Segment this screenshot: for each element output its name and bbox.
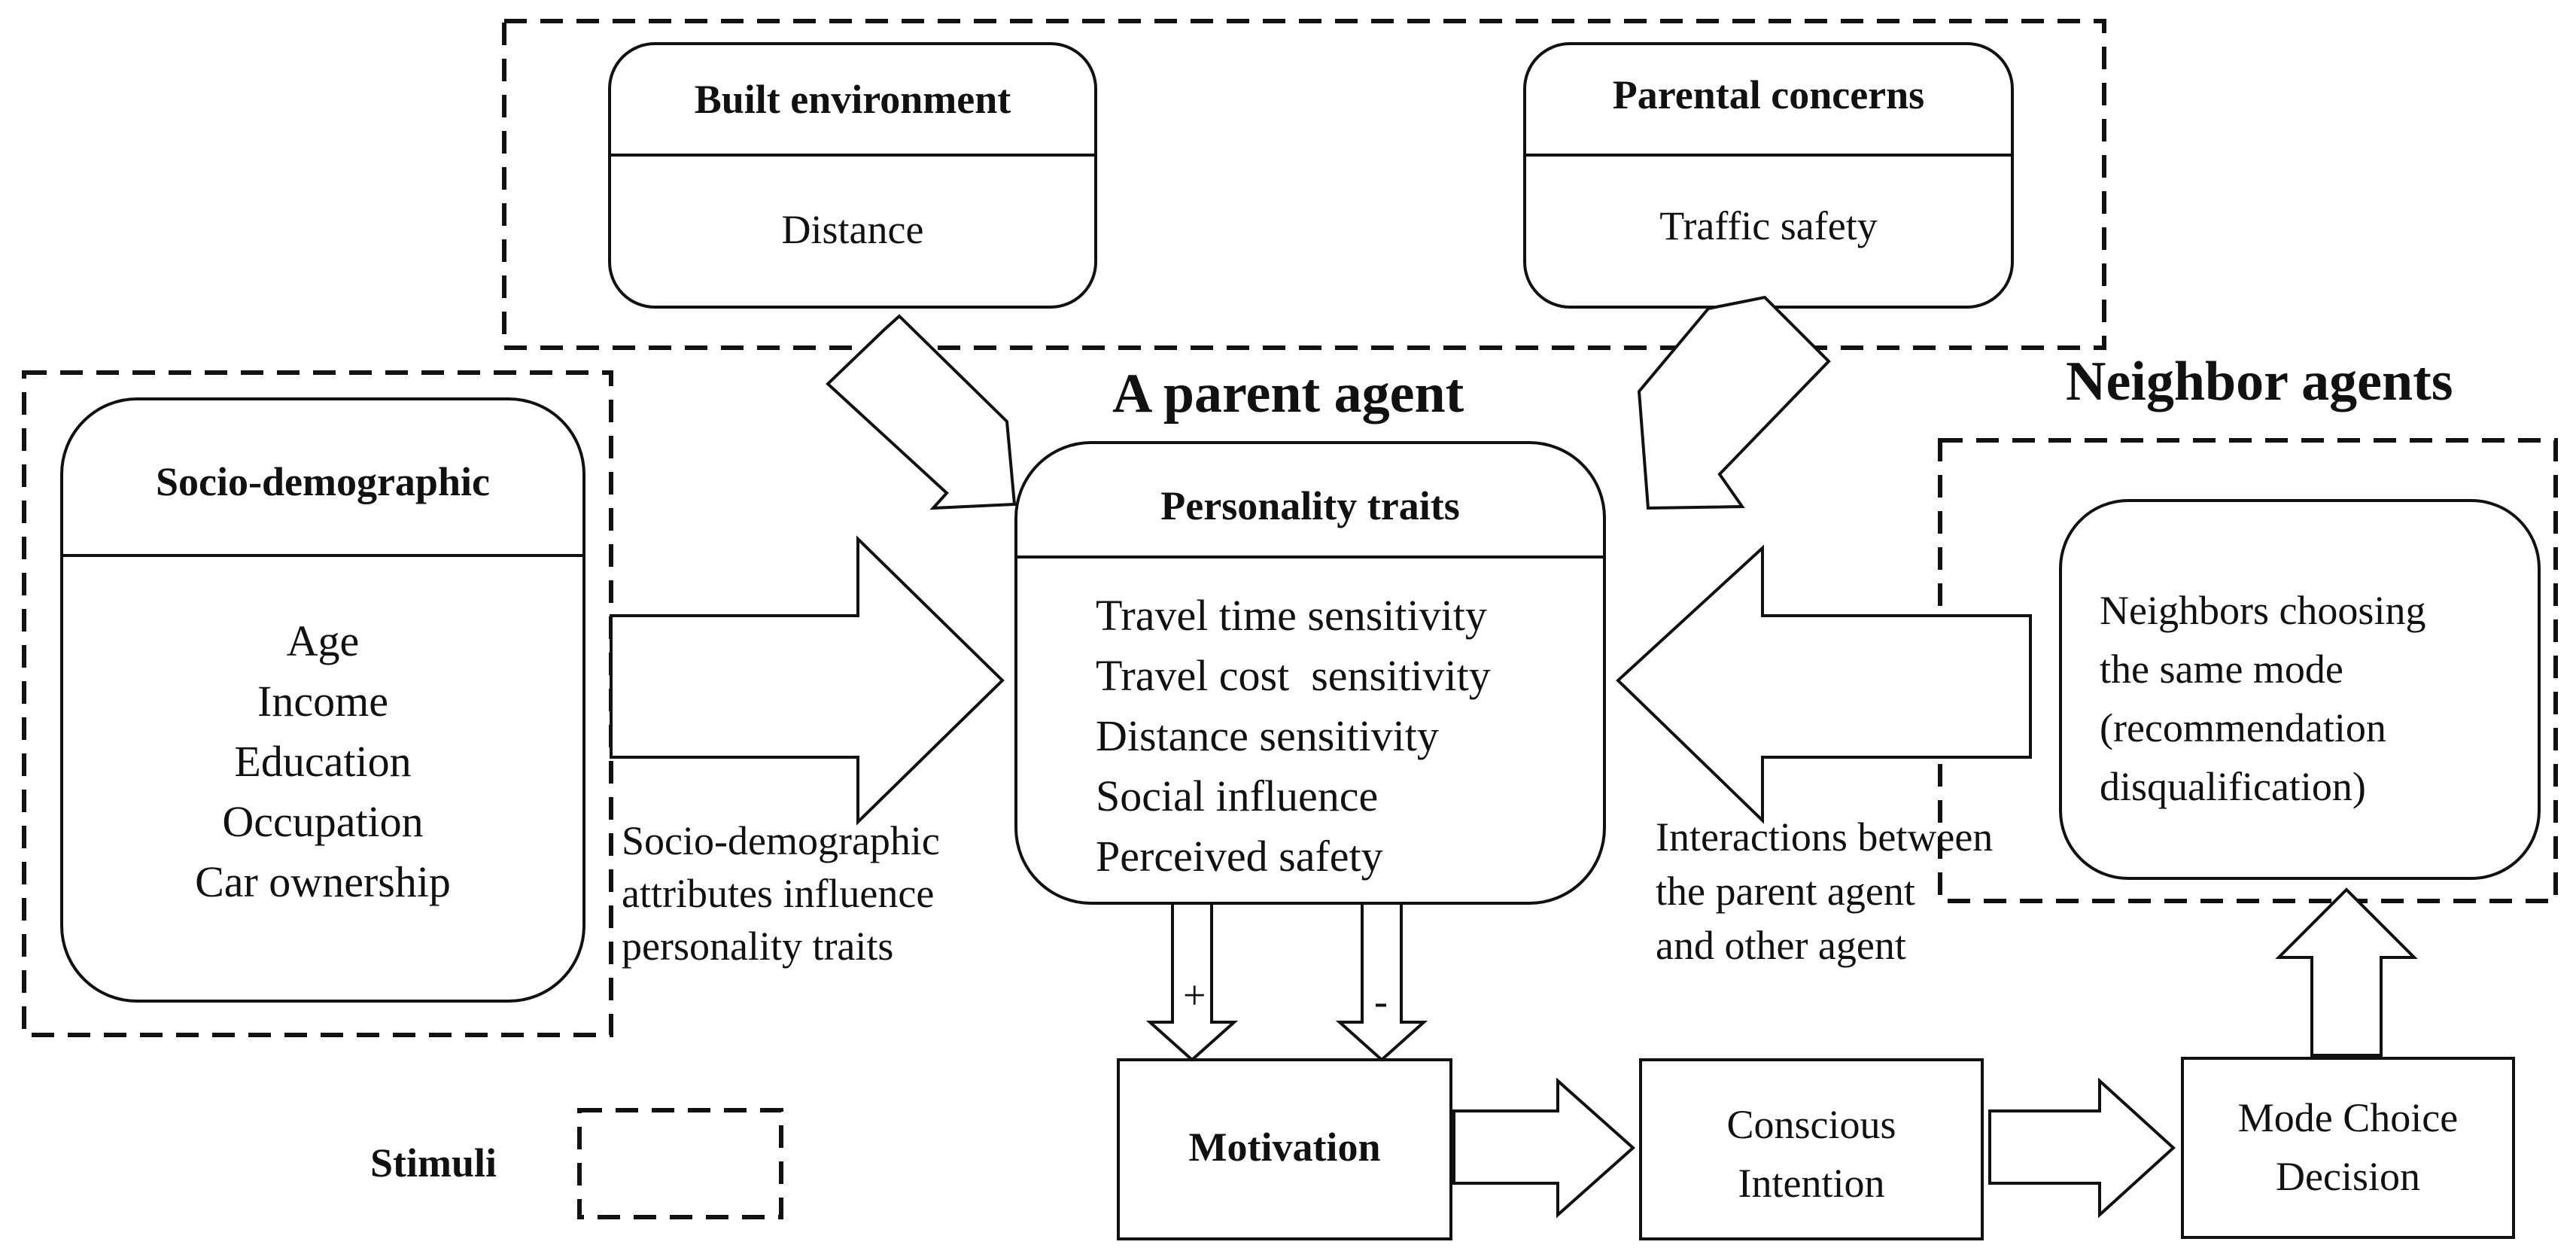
- parental-concerns-to-traits-arrow: [1637, 295, 1831, 510]
- interactions-label: Interactions between the parent agent an…: [1656, 814, 1994, 968]
- socio-demographic-box: [60, 397, 585, 1003]
- trait-distance: Distance sensitivity: [1096, 711, 1439, 760]
- socio-demographic-list: Age Income Education Occupation Car owne…: [62, 611, 584, 912]
- negative-arrow: [1335, 902, 1428, 1062]
- parental-concerns-title: Parental concerns: [1612, 72, 1925, 117]
- built-environment-title: Built environment: [694, 77, 1011, 122]
- conscious-intention-label: Conscious Intention: [1726, 1102, 1896, 1206]
- parental-concerns-items: Traffic safety: [1659, 203, 1878, 248]
- trait-social-influence: Social influence: [1096, 772, 1379, 820]
- mode-choice-label: Mode Choice Decision: [2237, 1095, 2459, 1199]
- legend-stimuli-label: Stimuli: [370, 1140, 497, 1185]
- personality-traits-title: Personality traits: [1160, 483, 1460, 528]
- neighbor-agents-heading: Neighbor agents: [2066, 351, 2453, 412]
- intention-to-decision-arrow: [1988, 1077, 2176, 1219]
- trait-travel-time: Travel time sensitivity: [1096, 591, 1487, 640]
- socio-item-education: Education: [234, 737, 412, 786]
- positive-sign: +: [1183, 972, 1206, 1018]
- neighbors-to-traits-arrow: [1616, 544, 2032, 824]
- built-environment-box: [608, 42, 1097, 309]
- neighbors-description: Neighbors choosing the same mode (recomm…: [2100, 588, 2426, 809]
- socio-to-traits-arrow: [610, 535, 1005, 826]
- built-environment-to-traits-arrow: [826, 314, 1017, 510]
- socio-influence-label: Socio-demographic attributes influence p…: [622, 818, 940, 969]
- motivation-to-intention-arrow: [1452, 1077, 1636, 1219]
- parent-agent-heading: A parent agent: [1112, 363, 1464, 425]
- socio-item-car-ownership: Car ownership: [195, 857, 451, 906]
- trait-travel-cost: Travel cost sensitivity: [1096, 651, 1491, 700]
- trait-perceived-safety: Perceived safety: [1096, 832, 1383, 881]
- socio-item-age: Age: [286, 616, 360, 665]
- socio-demographic-title: Socio-demographic: [156, 459, 490, 504]
- socio-item-occupation: Occupation: [222, 797, 424, 846]
- negative-sign: -: [1374, 979, 1388, 1024]
- socio-item-income: Income: [257, 677, 388, 726]
- motivation-box: [1117, 1058, 1452, 1240]
- stimuli-region-top: [502, 19, 2106, 350]
- motivation-label: Motivation: [1188, 1125, 1381, 1170]
- mode-choice-box: [2181, 1057, 2515, 1239]
- personality-traits-list: Travel time sensitivity Travel cost sens…: [1096, 586, 1491, 887]
- positive-arrow: [1145, 902, 1239, 1062]
- built-environment-items: Distance: [781, 207, 924, 252]
- neighbors-box: [2059, 499, 2541, 880]
- decision-to-neighbors-arrow: [2275, 887, 2418, 1057]
- legend-stimuli-swatch: [577, 1108, 783, 1219]
- conscious-intention-box: [1639, 1058, 1984, 1240]
